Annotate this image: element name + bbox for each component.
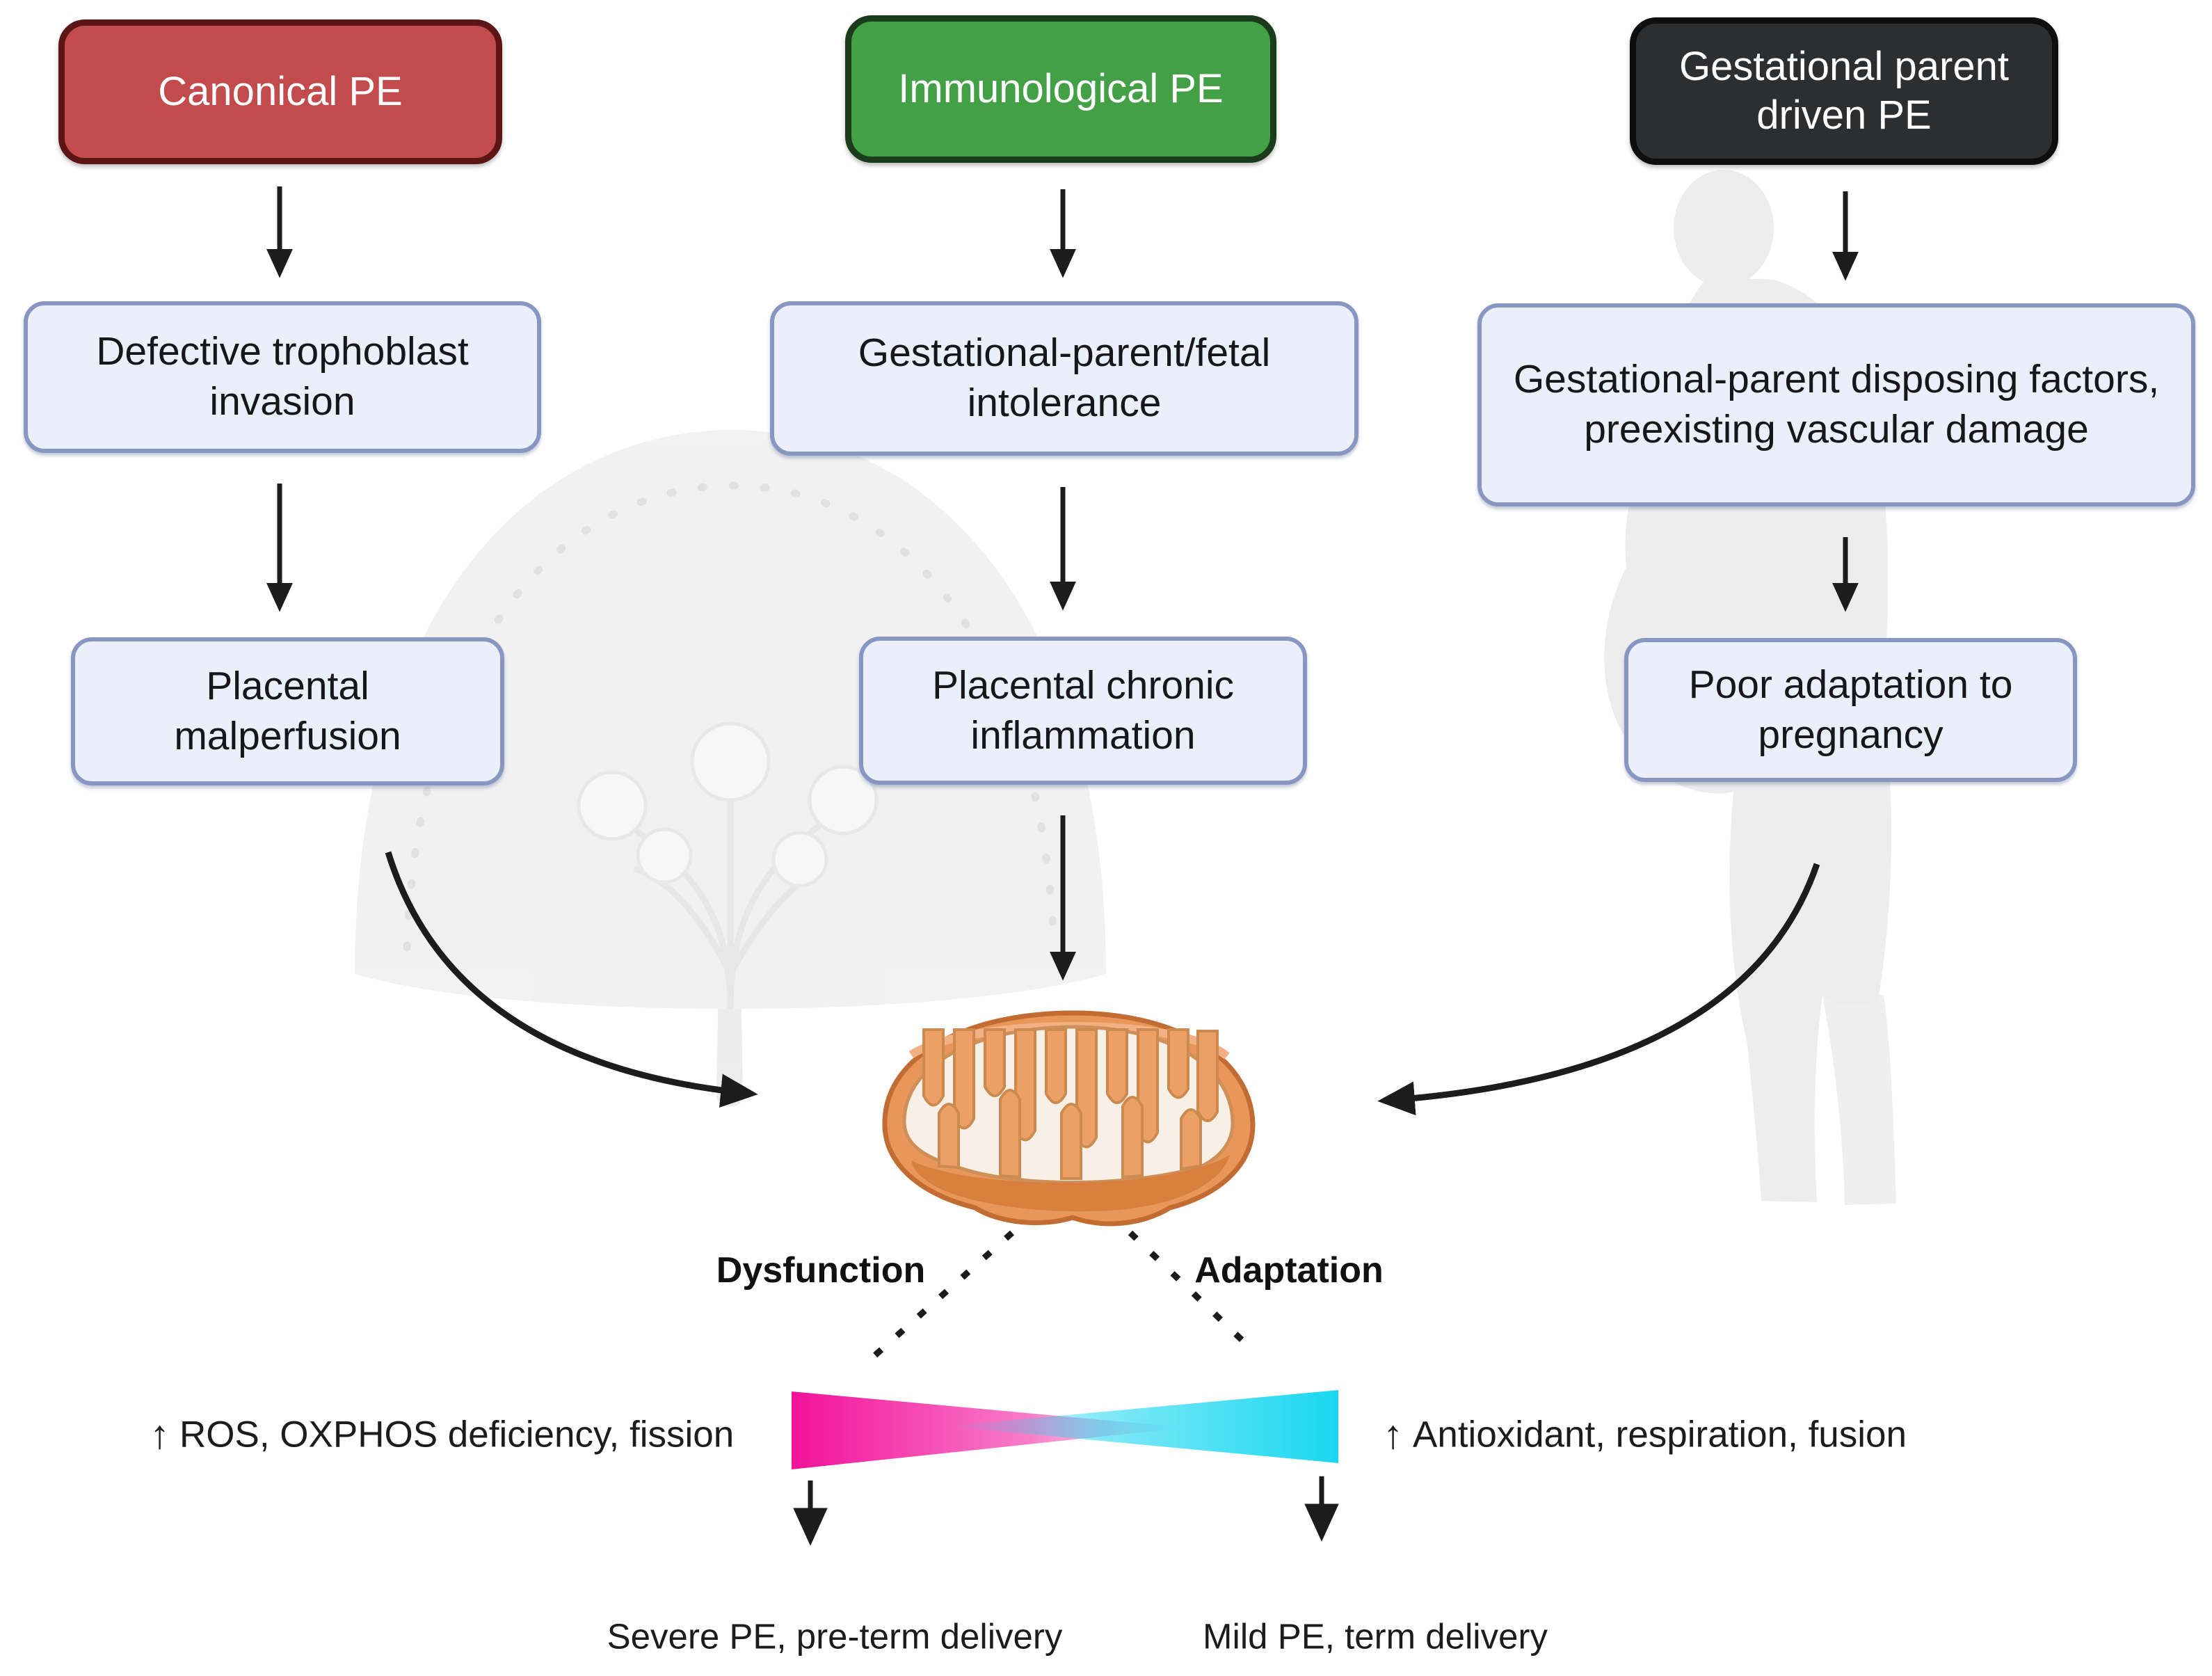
mitochondrion-illustration bbox=[882, 1010, 1256, 1227]
placental-chronic-inflammation-label: Placental chronic inflammation bbox=[931, 662, 1235, 758]
severe-pe-outcome-label: Severe PE, pre-term delivery bbox=[607, 1616, 1063, 1657]
mitochondrion-membrane-highlight bbox=[908, 1022, 1230, 1060]
adaptation-effects: ↑ Antioxidant, respiration, fusion bbox=[1383, 1412, 1907, 1458]
placental-malperfusion-label: Placental malperfusion bbox=[174, 663, 401, 758]
increase-arrow-icon: ↑ bbox=[1383, 1412, 1403, 1458]
mitochondrion-matrix bbox=[902, 1025, 1235, 1184]
mild-pe-outcome-label: Mild PE, term delivery bbox=[1203, 1616, 1548, 1657]
adaptation-effects-text: Antioxidant, respiration, fusion bbox=[1413, 1414, 1907, 1455]
placental-chronic-inflammation-box: Placental chronic inflammation bbox=[859, 637, 1307, 785]
mitochondrion-outer-membrane bbox=[882, 1010, 1256, 1227]
spectrum-left-triangle bbox=[792, 1391, 1186, 1469]
poor-adaptation-box: Poor adaptation to pregnancy bbox=[1624, 638, 2077, 782]
severity-spectrum-gradient bbox=[792, 1390, 1338, 1469]
mitochondrion-cristae bbox=[922, 1028, 1219, 1180]
disposing-factors-label: Gestational-parent disposing factors, pr… bbox=[1513, 357, 2160, 452]
gestational-parent-fetal-intolerance-box: Gestational-parent/fetal intolerance bbox=[770, 301, 1359, 456]
arrow-poor-adaptation-to-mitochondrion bbox=[1377, 863, 1820, 1116]
increase-arrow-icon: ↑ bbox=[150, 1412, 170, 1458]
poor-adaptation-label: Poor adaptation to pregnancy bbox=[1688, 662, 2013, 757]
mitochondrion-bottom-shading bbox=[911, 1155, 1230, 1212]
canonical-pe-label: Canonical PE bbox=[158, 69, 403, 115]
spectrum-right-triangle bbox=[946, 1390, 1338, 1463]
defective-trophoblast-invasion-label: Defective trophoblast invasion bbox=[96, 329, 469, 424]
dysfunction-effects: ↑ ROS, OXPHOS deficiency, fission bbox=[150, 1412, 734, 1458]
dysfunction-effects-text: ROS, OXPHOS deficiency, fission bbox=[179, 1414, 735, 1455]
column-arrows-row1 bbox=[266, 186, 1859, 281]
immunological-pe-box: Immunological PE bbox=[845, 15, 1276, 163]
placental-malperfusion-box: Placental malperfusion bbox=[71, 637, 504, 785]
gestational-parent-driven-pe-box: Gestational parent driven PE bbox=[1630, 17, 2058, 165]
immunological-pe-label: Immunological PE bbox=[898, 66, 1224, 112]
canonical-pe-box: Canonical PE bbox=[58, 19, 502, 164]
gestational-parent-driven-pe-label: Gestational parent driven PE bbox=[1679, 44, 2009, 138]
defective-trophoblast-invasion-box: Defective trophoblast invasion bbox=[24, 301, 541, 453]
adaptation-label: Adaptation bbox=[1194, 1250, 1384, 1291]
dysfunction-label: Dysfunction bbox=[716, 1250, 926, 1291]
disposing-factors-box: Gestational-parent disposing factors, pr… bbox=[1477, 303, 2195, 506]
gestational-parent-fetal-intolerance-label: Gestational-parent/fetal intolerance bbox=[858, 330, 1271, 425]
arrow-malperfusion-to-mitochondrion bbox=[385, 851, 758, 1108]
